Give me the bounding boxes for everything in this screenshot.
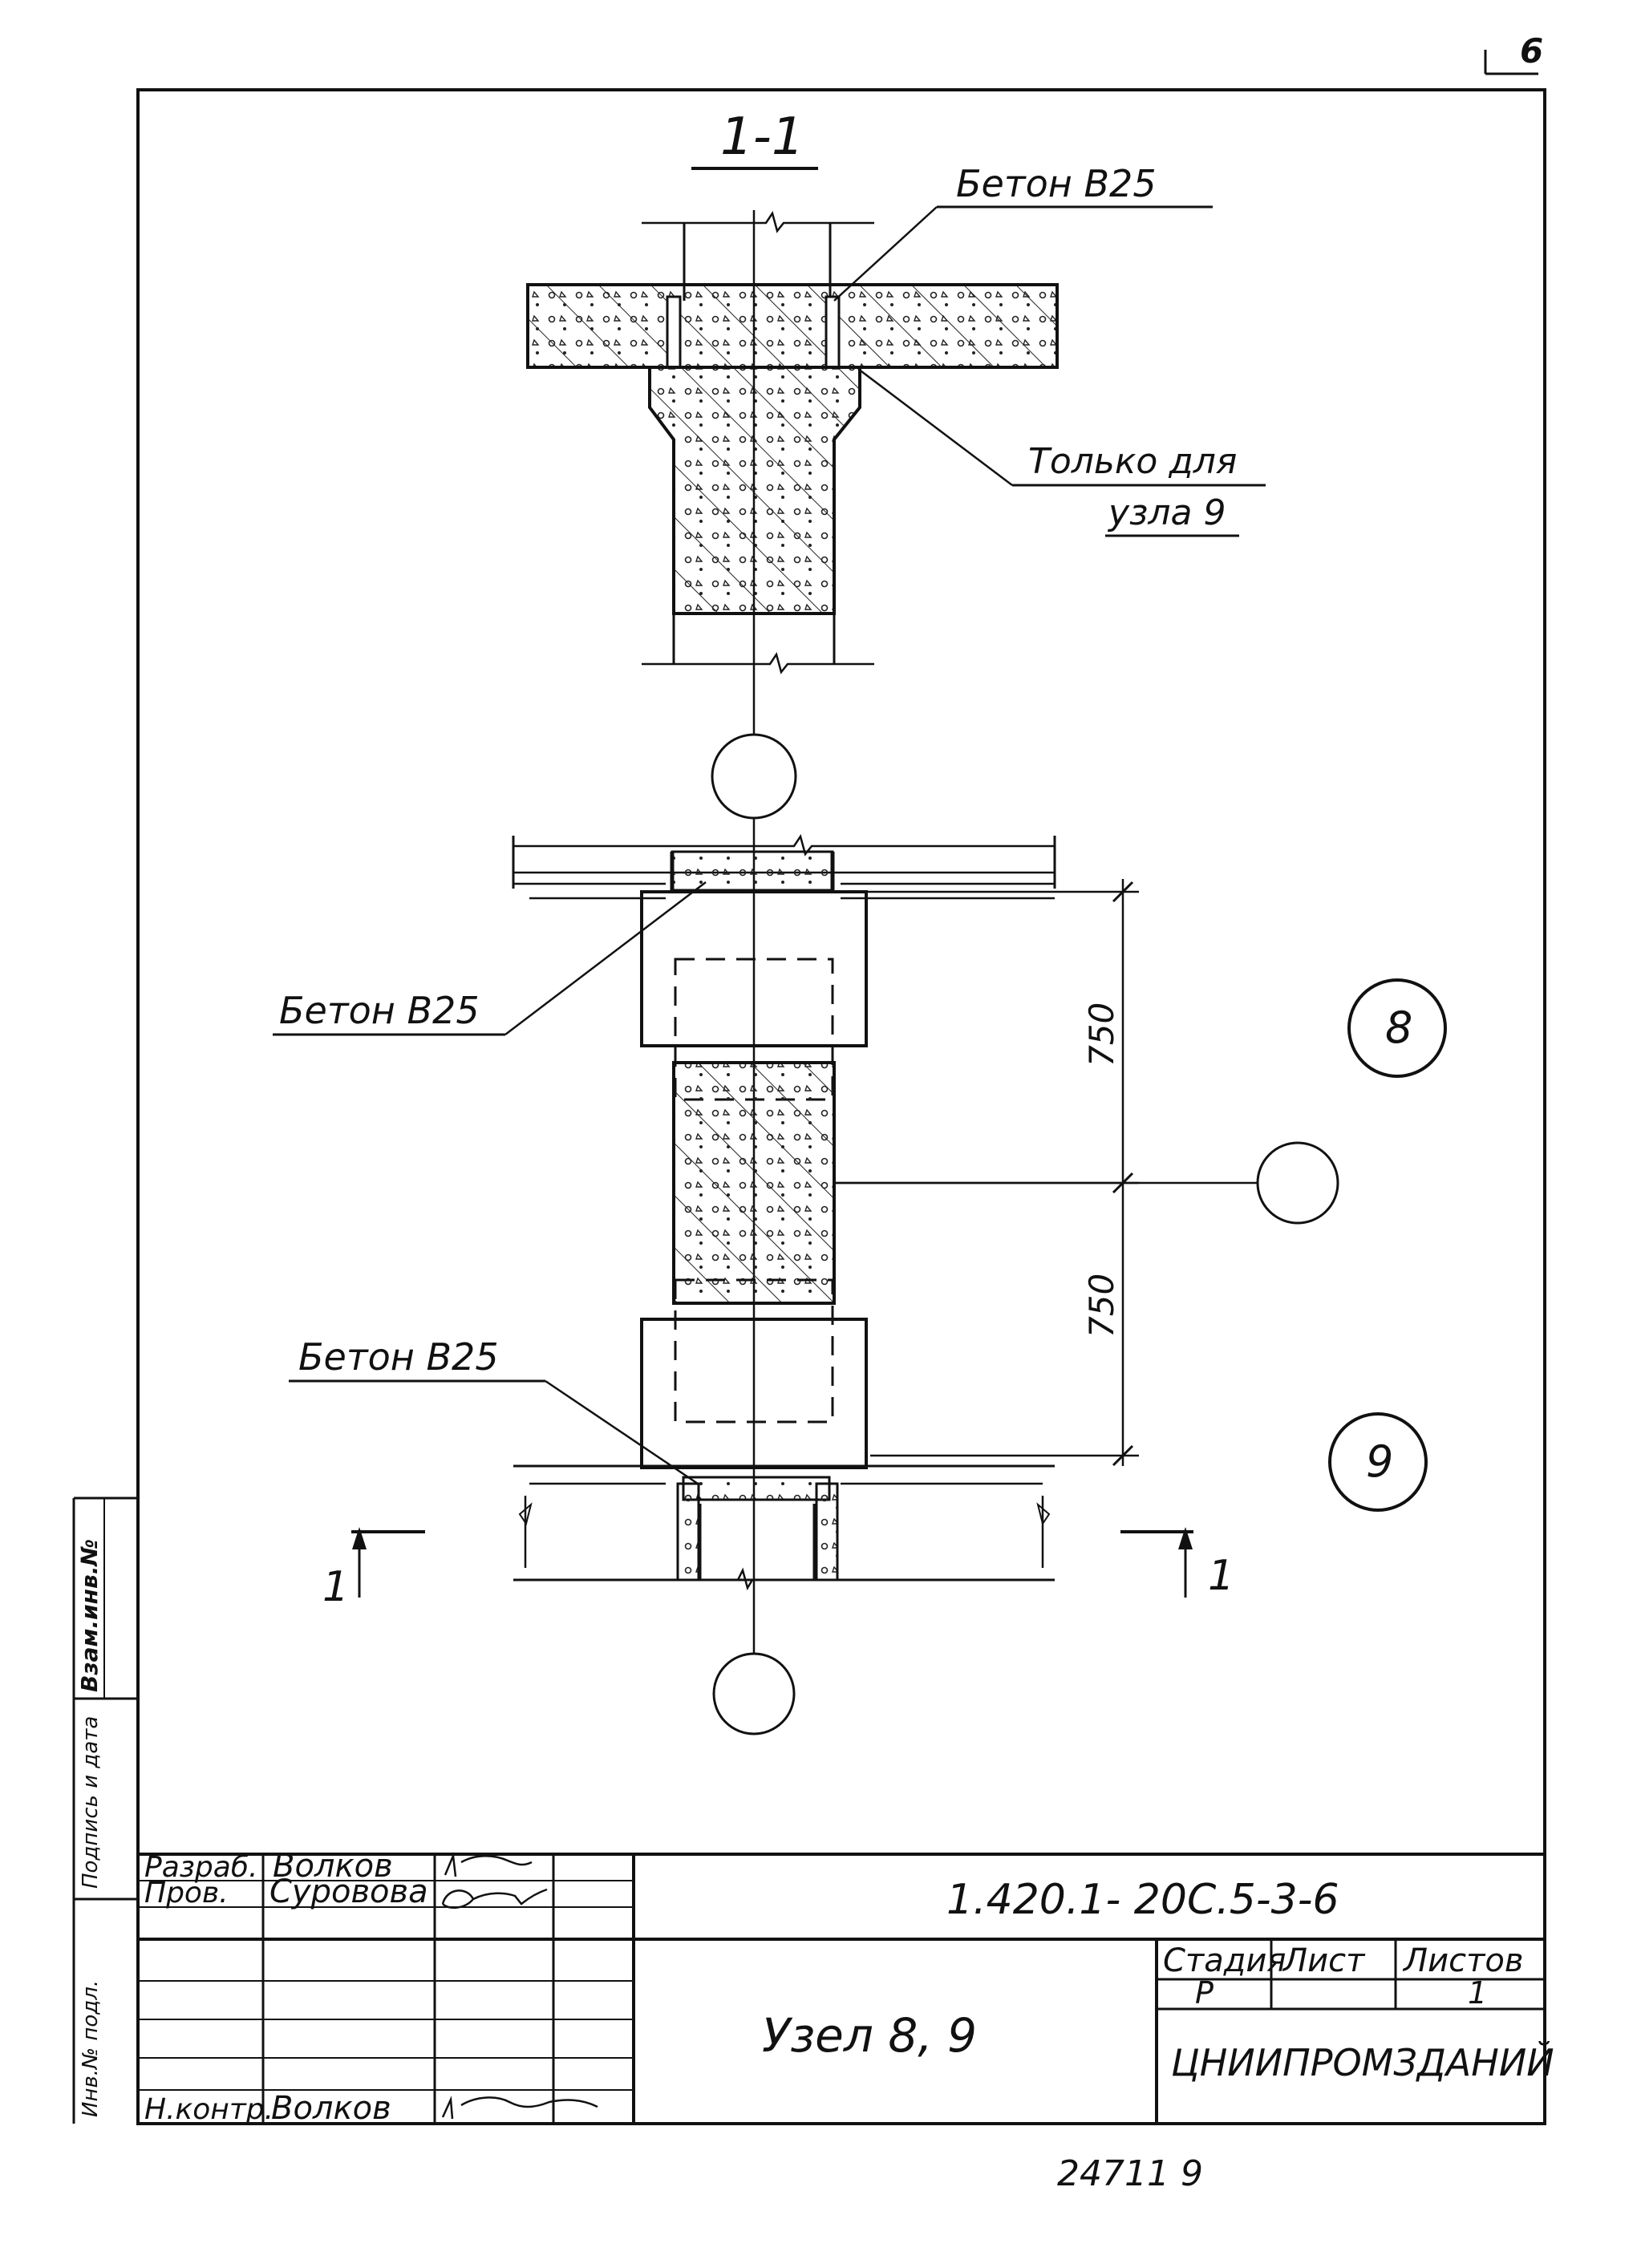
node-marker-9-label: 9 — [1366, 1436, 1393, 1487]
dimension-chain: 750 750 — [834, 879, 1139, 1467]
callout-only-for-line2: узла 9 — [1107, 492, 1226, 533]
name-norm-control: Волков — [271, 2090, 391, 2127]
node-marker-9 — [1328, 1412, 1428, 1512]
section-column — [642, 366, 874, 674]
plan-view: Бетон В25 Бетон В25 750 750 8 9 — [273, 834, 1447, 1735]
side-stamp-signature-label: Подпись и дата — [79, 1716, 103, 1889]
role-checker: Пров. — [144, 1877, 229, 1910]
section-1-1: 1-1 Бетон В25 — [526, 107, 1266, 674]
document-code: 1.420.1- 20С.5-3-6 — [946, 1876, 1339, 1924]
dimension-upper: 750 — [1082, 1002, 1121, 1067]
plan-joint-top — [671, 850, 834, 892]
side-stamp-approval-label: Взам.инв.№ — [76, 1539, 103, 1692]
sheet-title: Узел 8, 9 — [762, 2008, 977, 2063]
bottom-number: 24711 9 — [1057, 2153, 1203, 2194]
side-stamp-inventory-label: Инв.№ подл. — [79, 1980, 103, 2117]
node-marker-8-label: 8 — [1385, 1002, 1412, 1053]
section-slab — [526, 283, 1059, 369]
callout-concrete-bottom: Бетон В25 — [298, 1335, 499, 1379]
plan-joint-bottom — [682, 1476, 831, 1501]
page-number: 6 — [1520, 31, 1543, 71]
sheets-label: Листов — [1402, 1942, 1523, 1979]
role-norm-control: Н.контр. — [144, 2093, 274, 2126]
axis-marker-top — [711, 733, 797, 820]
organization-name: ЦНИИПРОМЗДАНИЙ — [1171, 2041, 1554, 2084]
name-checker: Суровова — [269, 1873, 428, 1910]
plan-column — [672, 1061, 836, 1305]
sheets-value: 1 — [1468, 1975, 1487, 2011]
axis-marker-right — [1256, 1141, 1339, 1225]
section-mark-right-label: 1 — [1208, 1552, 1234, 1600]
role-developer: Разраб. — [144, 1851, 257, 1884]
stage-label: Стадия — [1163, 1942, 1286, 1979]
signature-norm-control — [441, 2096, 598, 2120]
drawing-border — [136, 88, 1546, 2125]
signature-checker — [441, 1888, 548, 1910]
section-mark-right: 1 — [1120, 1527, 1234, 1600]
axis-marker-bottom — [712, 1652, 796, 1735]
node-marker-8 — [1347, 978, 1447, 1078]
section-mark-left: 1 — [322, 1527, 425, 1611]
section-mark-left-label: 1 — [322, 1563, 349, 1611]
section-title: 1-1 — [720, 107, 804, 167]
name-developer: Волков — [273, 1848, 393, 1885]
title-block: Разраб. Пров. Н.контр. Волков Суровова В… — [138, 1848, 1554, 2127]
sheet-label: Лист — [1282, 1942, 1366, 1979]
callout-concrete-mid: Бетон В25 — [279, 989, 480, 1032]
stage-value: Р — [1195, 1975, 1214, 2011]
side-stamp: Взам.инв.№ Подпись и дата Инв.№ подл. — [72, 1496, 138, 2124]
callout-only-for-line1: Только для — [1028, 441, 1237, 482]
callout-concrete-top: Бетон В25 — [956, 162, 1157, 205]
dimension-lower: 750 — [1082, 1274, 1121, 1338]
signature-developer — [444, 1852, 533, 1877]
